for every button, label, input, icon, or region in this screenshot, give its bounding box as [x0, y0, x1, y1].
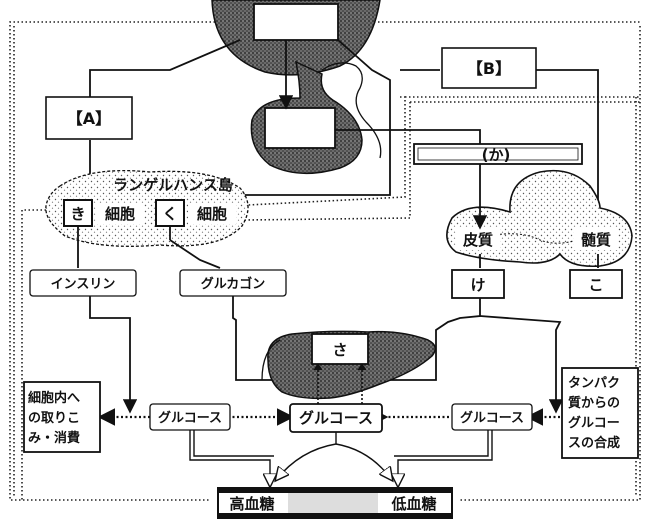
liver: さ	[262, 331, 435, 404]
left-note-line-3: み・消費	[28, 430, 80, 446]
zuishitsu-label: 髄質	[581, 231, 611, 249]
glucose-center-label: グルコース	[299, 409, 373, 427]
glucose-right-label: グルコース	[460, 410, 524, 426]
right-note-line-1: タンパク	[568, 376, 620, 391]
ko-label: こ	[588, 276, 603, 294]
islet-label: ランゲルハンス島	[113, 176, 233, 194]
hishitsu-label: 皮質	[463, 231, 493, 249]
adrenal-gland: 皮質 髄質	[447, 164, 632, 268]
islet-of-langerhans: ランゲルハンス島 き 細胞 く 細胞	[46, 171, 248, 268]
ka-label: (か)	[482, 146, 511, 164]
label-a: 【A】	[67, 109, 111, 128]
low-label: 低血糖	[390, 495, 436, 513]
high-label: 高血糖	[229, 495, 274, 513]
left-note-line-1: 細胞内へ	[28, 390, 80, 406]
bottom-flows	[190, 430, 492, 486]
ki-label: き	[70, 205, 85, 223]
ke-label: け	[470, 276, 485, 294]
insulin-label: インスリン	[51, 277, 116, 292]
saibou-label-1: 細胞	[105, 205, 135, 223]
left-note-line-2: の取りこ	[28, 411, 80, 426]
label-b: 【B】	[467, 59, 511, 78]
saibou-label-2: 細胞	[197, 205, 227, 223]
hypothalamus-box	[254, 4, 338, 40]
blood-sugar-bar: 高血糖 低血糖	[218, 488, 452, 518]
glucose-left-label: グルコース	[158, 410, 222, 426]
right-note-line-3: グルコー	[568, 415, 620, 431]
glucagon-label: グルカゴン	[201, 276, 266, 292]
right-note-line-2: 質からの	[568, 395, 620, 411]
right-note-line-4: スの合成	[568, 435, 620, 451]
pituitary-box	[265, 108, 335, 148]
ku-label: く	[162, 205, 177, 223]
sa-label: さ	[332, 341, 347, 359]
